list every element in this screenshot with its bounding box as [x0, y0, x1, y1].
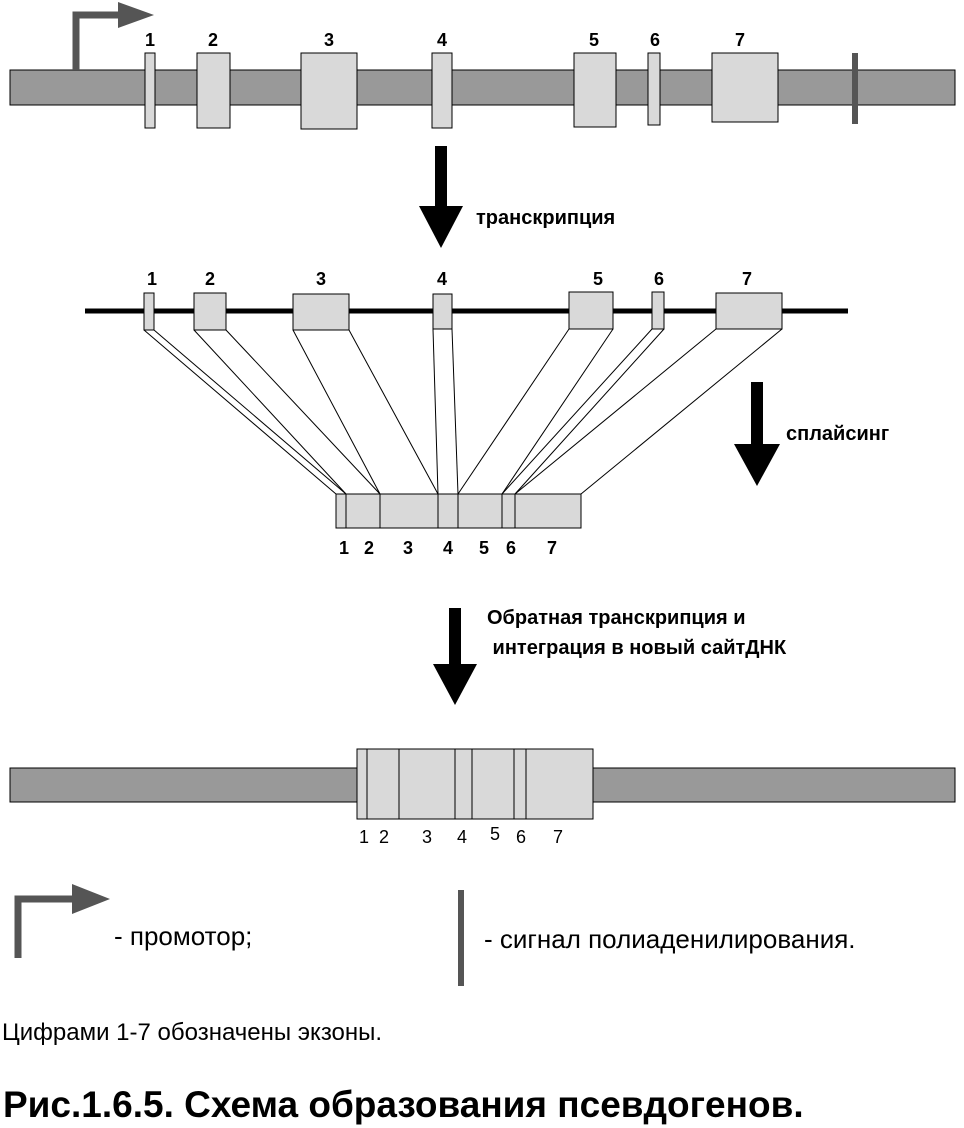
mrna-exon-4	[437, 493, 459, 529]
dna-bar-top	[9, 69, 956, 106]
pseudogene-dna: 1 2 3 4 5 6 7	[9, 748, 956, 847]
mrna-exon-label-3: 3	[403, 538, 413, 558]
gene-exon-3	[300, 52, 358, 130]
legend-polyadenylation-text: - сигнал полиаденилирования.	[484, 924, 856, 954]
legend-polyadenylation-icon	[458, 890, 464, 986]
mrna-exon-label-5: 5	[479, 538, 489, 558]
mrna-exon-5	[457, 493, 503, 529]
transcript-exon-label-1: 1	[147, 269, 157, 289]
pseudogene-exon-label-7: 7	[553, 827, 563, 847]
legend-promoter-text: - промотор;	[114, 921, 252, 951]
transcript-exon-2	[193, 292, 227, 331]
transcript-exon-label-7: 7	[742, 269, 752, 289]
transcript-exon-1	[143, 292, 155, 331]
gene-exon-1	[144, 52, 156, 129]
transcript-exon-label-4: 4	[437, 269, 447, 289]
gene-dna: 1 2 3 4 5 6 7	[9, 2, 956, 130]
gene-exon-label-1: 1	[145, 30, 155, 50]
transcript-exon-7	[715, 292, 783, 330]
mrna-exon-label-7: 7	[547, 538, 557, 558]
splicing-arrow-icon	[734, 382, 780, 486]
gene-exon-label-2: 2	[208, 30, 218, 50]
gene-exon-7	[711, 52, 779, 123]
mrna-exon-1	[335, 493, 347, 529]
mrna-exon-label-6: 6	[506, 538, 516, 558]
gene-exon-label-4: 4	[437, 30, 447, 50]
pseudogene-block	[356, 748, 594, 820]
promoter-arrow-icon	[72, 2, 154, 70]
transcript-exon-4	[432, 293, 453, 330]
mrna-exon-7	[514, 493, 582, 529]
gene-exon-6	[647, 52, 661, 126]
gene-exon-label-3: 3	[324, 30, 334, 50]
mrna-exon-6	[501, 493, 516, 529]
exon-note: Цифрами 1-7 обозначены экзоны.	[2, 1019, 382, 1046]
gene-exon-label-7: 7	[735, 30, 745, 50]
gene-exon-5	[573, 52, 617, 128]
mrna-exon-label-4: 4	[443, 538, 453, 558]
transcript-exon-3	[292, 293, 350, 331]
mrna-exon-2	[345, 493, 381, 529]
transcript-exon-label-2: 2	[205, 269, 215, 289]
primary-transcript: 1 2 3 4 5 6 7	[85, 269, 848, 331]
pseudogene-exon-label-2: 2	[379, 827, 389, 847]
transcript-exon-label-5: 5	[593, 269, 603, 289]
transcript-exon-label-6: 6	[654, 269, 664, 289]
reverse-transcription-label-line2: интеграция в новый сайтДНК	[487, 637, 787, 659]
mature-mrna: 1 2 3 4 5 6 7	[335, 493, 582, 558]
figure-caption: Рис.1.6.5. Схема образования псевдогенов…	[3, 1084, 804, 1125]
mrna-exon-label-2: 2	[364, 538, 374, 558]
transcript-exon-6	[651, 291, 665, 330]
legend-promoter-arrow-icon	[14, 884, 110, 958]
reverse-transcription-label-line1: Обратная транскрипция и	[487, 607, 746, 629]
pseudogene-exon-label-5: 5	[490, 824, 500, 844]
pseudogene-exon-label-1: 1	[359, 827, 369, 847]
polyadenylation-signal-icon	[852, 53, 858, 124]
splicing-connectors	[143, 328, 783, 495]
splicing-label: сплайсинг	[786, 423, 889, 445]
transcript-exon-label-3: 3	[316, 269, 326, 289]
transcription-arrow-icon	[419, 146, 463, 248]
gene-exon-label-6: 6	[650, 30, 660, 50]
pseudogene-exon-label-3: 3	[422, 827, 432, 847]
mrna-exon-3	[379, 493, 439, 529]
reverse-transcription-arrow-icon	[433, 608, 477, 705]
transcript-exon-5	[568, 291, 614, 330]
transcription-label: транскрипция	[476, 207, 615, 229]
gene-exon-2	[196, 52, 231, 129]
pseudogene-exon-label-6: 6	[516, 827, 526, 847]
gene-exon-4	[431, 52, 453, 129]
mrna-exon-label-1: 1	[339, 538, 349, 558]
pseudogene-exon-label-4: 4	[457, 827, 467, 847]
legend: - промотор; - сигнал полиаденилирования.	[14, 884, 856, 986]
gene-exon-label-5: 5	[589, 30, 599, 50]
